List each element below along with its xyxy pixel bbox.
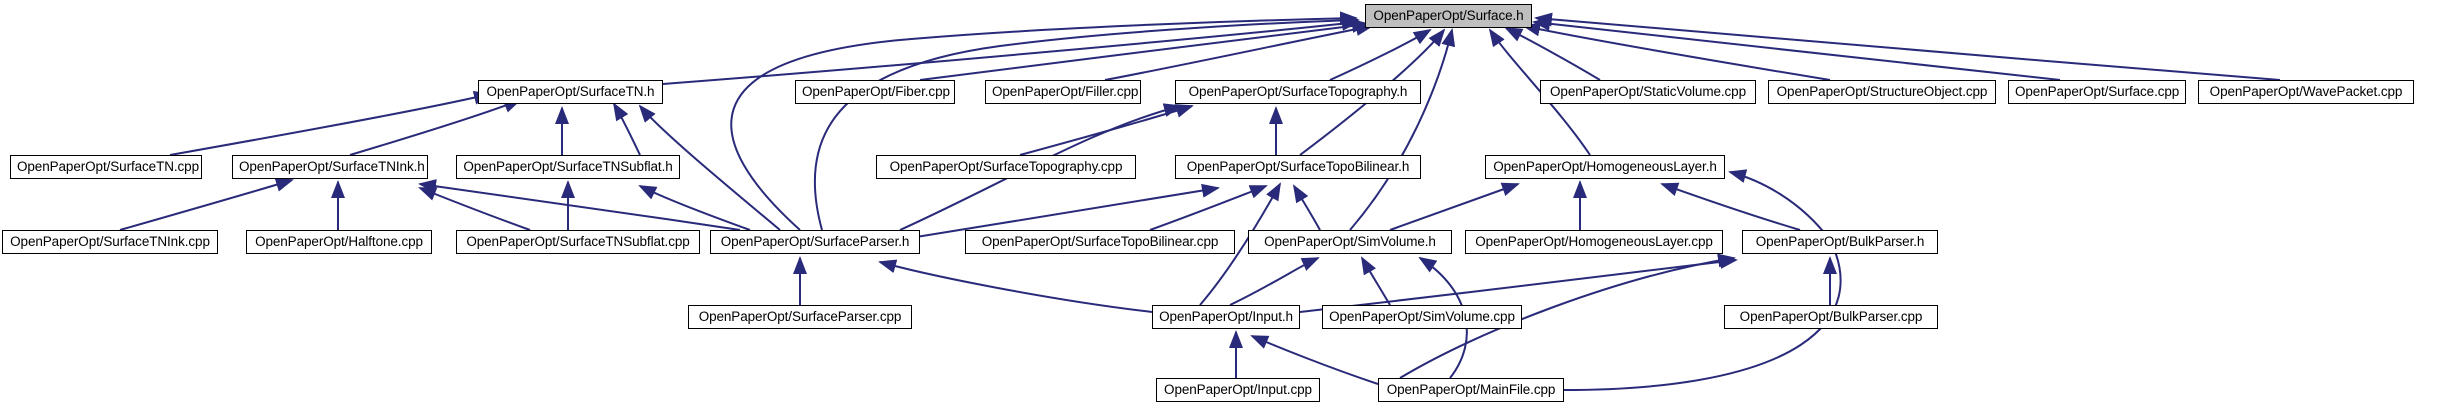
graph-node-label: OpenPaperOpt/Surface.h	[1373, 8, 1524, 23]
graph-edge-mainfile_cpp-to-bulkparser_h	[1399, 253, 1736, 379]
graph-edge-surfaceparser_h-to-surfacetopobilinear_h	[909, 183, 1220, 239]
graph-edge-simvolume_cpp-to-simvolume_h	[1361, 256, 1391, 306]
graph-node-label: OpenPaperOpt/SurfaceTopography.cpp	[889, 159, 1123, 174]
graph-edge-surfaceparser_h-to-surfacetnsubflat_h	[638, 185, 751, 231]
graph-node-label: OpenPaperOpt/MainFile.cpp	[1386, 382, 1556, 397]
graph-edge-surfaceparser_h-to-surfacetnink_h	[418, 179, 741, 231]
graph-node-label: OpenPaperOpt/SurfaceTopoBilinear.cpp	[981, 234, 1219, 249]
graph-node-wavepacket_cpp[interactable]: OpenPaperOpt/WavePacket.cpp	[2198, 80, 2414, 104]
graph-node-surfacetnsubflat_cpp[interactable]: OpenPaperOpt/SurfaceTNSubflat.cpp	[456, 230, 700, 254]
graph-edge-structureobject_cpp-to-surface_h	[1522, 22, 1831, 81]
graph-edge-surfacetn_cpp-to-surfacetn_h	[169, 90, 492, 156]
graph-node-filler_cpp[interactable]: OpenPaperOpt/Filler.cpp	[985, 80, 1141, 104]
graph-edge-input_h-to-surfaceparser_h	[878, 259, 1153, 313]
graph-edge-input_h-to-surfacetopobilinear_h	[1199, 182, 1281, 306]
graph-node-label: OpenPaperOpt/WavePacket.cpp	[2209, 84, 2403, 99]
graph-node-label: OpenPaperOpt/SurfaceTNSubflat.h	[463, 159, 673, 174]
graph-edge-mainfile_cpp-to-homogeneouslayer_h	[1563, 169, 1842, 391]
graph-node-label: OpenPaperOpt/StaticVolume.cpp	[1550, 84, 1746, 99]
graph-node-label: OpenPaperOpt/SimVolume.cpp	[1329, 309, 1515, 324]
graph-node-surfacetopobilinear_cpp[interactable]: OpenPaperOpt/SurfaceTopoBilinear.cpp	[965, 230, 1235, 254]
graph-node-homogeneouslayer_h[interactable]: OpenPaperOpt/HomogeneousLayer.h	[1485, 155, 1725, 179]
graph-edge-simvolume_h-to-homogeneouslayer_h	[1389, 182, 1520, 231]
graph-node-surfacetnink_cpp[interactable]: OpenPaperOpt/SurfaceTNInk.cpp	[2, 230, 218, 254]
graph-node-label: OpenPaperOpt/HomogeneousLayer.cpp	[1475, 234, 1713, 249]
graph-node-bulkparser_h[interactable]: OpenPaperOpt/BulkParser.h	[1742, 230, 1938, 254]
graph-edge-wavepacket_cpp-to-surface_h	[1534, 12, 2281, 81]
graph-node-simvolume_h[interactable]: OpenPaperOpt/SimVolume.h	[1248, 230, 1452, 254]
graph-node-structureobject_cpp[interactable]: OpenPaperOpt/StructureObject.cpp	[1768, 80, 1996, 104]
graph-node-surface_h[interactable]: OpenPaperOpt/Surface.h	[1365, 4, 1532, 28]
graph-node-label: OpenPaperOpt/SurfaceTopoBilinear.h	[1186, 159, 1410, 174]
graph-edge-surfacetnink_h-to-surfacetn_h	[349, 99, 522, 156]
graph-node-label: OpenPaperOpt/BulkParser.cpp	[1739, 309, 1923, 324]
graph-node-label: OpenPaperOpt/SurfaceTopography.h	[1188, 84, 1408, 99]
graph-edge-simvolume_h-to-surfacetopobilinear_h	[1292, 184, 1321, 231]
graph-edge-surfaceparser_h-to-surface_h	[730, 11, 1358, 231]
graph-edge-fiber_cpp-to-surface_h	[919, 18, 1370, 81]
graph-edge-surfacetopography_h-to-surface_h	[1329, 28, 1432, 81]
graph-node-halftone_cpp[interactable]: OpenPaperOpt/Halftone.cpp	[246, 230, 432, 254]
graph-node-label: OpenPaperOpt/StructureObject.cpp	[1776, 84, 1988, 99]
graph-node-label: OpenPaperOpt/HomogeneousLayer.h	[1493, 159, 1717, 174]
graph-node-label: OpenPaperOpt/Filler.cpp	[992, 84, 1139, 99]
graph-edge-mainfile_cpp-to-input_h	[1250, 335, 1379, 385]
graph-edge-surfacetnsubflat_cpp-to-surfacetnink_h	[418, 187, 531, 231]
graph-node-surface_cpp[interactable]: OpenPaperOpt/Surface.cpp	[2008, 80, 2186, 104]
graph-node-label: OpenPaperOpt/BulkParser.h	[1755, 234, 1925, 249]
graph-node-surfacetopobilinear_h[interactable]: OpenPaperOpt/SurfaceTopoBilinear.h	[1175, 155, 1421, 179]
graph-node-label: OpenPaperOpt/Halftone.cpp	[255, 234, 423, 249]
graph-node-simvolume_cpp[interactable]: OpenPaperOpt/SimVolume.cpp	[1322, 305, 1522, 329]
graph-node-homogeneouslayer_cpp[interactable]: OpenPaperOpt/HomogeneousLayer.cpp	[1465, 230, 1723, 254]
graph-node-surfacetnink_h[interactable]: OpenPaperOpt/SurfaceTNInk.h	[232, 155, 428, 179]
graph-node-label: OpenPaperOpt/Input.h	[1159, 309, 1293, 324]
graph-edge-input_h-to-simvolume_h	[1229, 257, 1320, 306]
graph-node-label: OpenPaperOpt/Fiber.cpp	[802, 84, 950, 99]
graph-node-input_cpp[interactable]: OpenPaperOpt/Input.cpp	[1156, 378, 1320, 402]
graph-node-label: OpenPaperOpt/SurfaceTN.cpp	[17, 159, 199, 174]
graph-edge-staticvolume_cpp-to-surface_h	[1504, 27, 1601, 81]
graph-edge-surfaceparser_h-to-surface_h2	[813, 13, 1360, 231]
graph-node-bulkparser_cpp[interactable]: OpenPaperOpt/BulkParser.cpp	[1724, 305, 1938, 329]
graph-node-surfacetopography_cpp[interactable]: OpenPaperOpt/SurfaceTopography.cpp	[876, 155, 1136, 179]
graph-node-label: OpenPaperOpt/Input.cpp	[1164, 382, 1312, 397]
graph-edge-surfacetopobilinear_cpp-to-surfacetopobilinear_h	[1149, 185, 1268, 231]
graph-edge-surfaceparser_h-to-surfacetn_h	[638, 104, 781, 231]
graph-node-mainfile_cpp[interactable]: OpenPaperOpt/MainFile.cpp	[1378, 378, 1564, 402]
graph-node-label: OpenPaperOpt/SimVolume.h	[1264, 234, 1436, 249]
graph-node-label: OpenPaperOpt/SurfaceParser.cpp	[698, 309, 902, 324]
graph-node-label: OpenPaperOpt/SurfaceTN.h	[486, 84, 655, 99]
graph-node-surfacetn_cpp[interactable]: OpenPaperOpt/SurfaceTN.cpp	[10, 155, 202, 179]
edges-group	[119, 11, 2281, 391]
graph-node-label: OpenPaperOpt/SurfaceParser.h	[720, 234, 910, 249]
graph-node-input_h[interactable]: OpenPaperOpt/Input.h	[1152, 305, 1300, 329]
graph-node-surfacetn_h[interactable]: OpenPaperOpt/SurfaceTN.h	[478, 80, 663, 104]
graph-edge-bulkparser_h-to-homogeneouslayer_h	[1660, 182, 1801, 231]
graph-edge-surfacetn_h-to-surface_h	[662, 16, 1360, 85]
graph-edge-surfacetnsubflat_h2-to-surfacetn_h	[612, 102, 641, 156]
graph-edge-surfacetnink_cpp-to-surfacetnink_h	[119, 178, 294, 231]
graph-node-label: OpenPaperOpt/SurfaceTNInk.cpp	[10, 234, 210, 249]
graph-node-surfacetopography_h[interactable]: OpenPaperOpt/SurfaceTopography.h	[1175, 80, 1421, 104]
graph-edge-simvolume_h-to-surface_h	[1349, 28, 1456, 231]
graph-edge-filler_cpp-to-surface_h	[1104, 22, 1374, 81]
graph-node-fiber_cpp[interactable]: OpenPaperOpt/Fiber.cpp	[795, 80, 955, 104]
graph-node-staticvolume_cpp[interactable]: OpenPaperOpt/StaticVolume.cpp	[1540, 80, 1756, 104]
graph-node-surfacetnsubflat_h[interactable]: OpenPaperOpt/SurfaceTNSubflat.h	[456, 155, 680, 179]
graph-node-label: OpenPaperOpt/Surface.cpp	[2015, 84, 2180, 99]
graph-edge-homogeneouslayer_h-to-surface_h	[1488, 28, 1591, 156]
graph-edge-surfacetopography_cpp-to-surfacetopography_h	[1019, 104, 1194, 156]
graph-node-label: OpenPaperOpt/SurfaceTNInk.h	[239, 159, 425, 174]
graph-edge-surface_cpp-to-surface_h	[1532, 16, 2061, 81]
graph-node-label: OpenPaperOpt/SurfaceTNSubflat.cpp	[466, 234, 690, 249]
graph-node-surfaceparser_cpp[interactable]: OpenPaperOpt/SurfaceParser.cpp	[688, 305, 912, 329]
graph-node-surfaceparser_h[interactable]: OpenPaperOpt/SurfaceParser.h	[710, 230, 920, 254]
